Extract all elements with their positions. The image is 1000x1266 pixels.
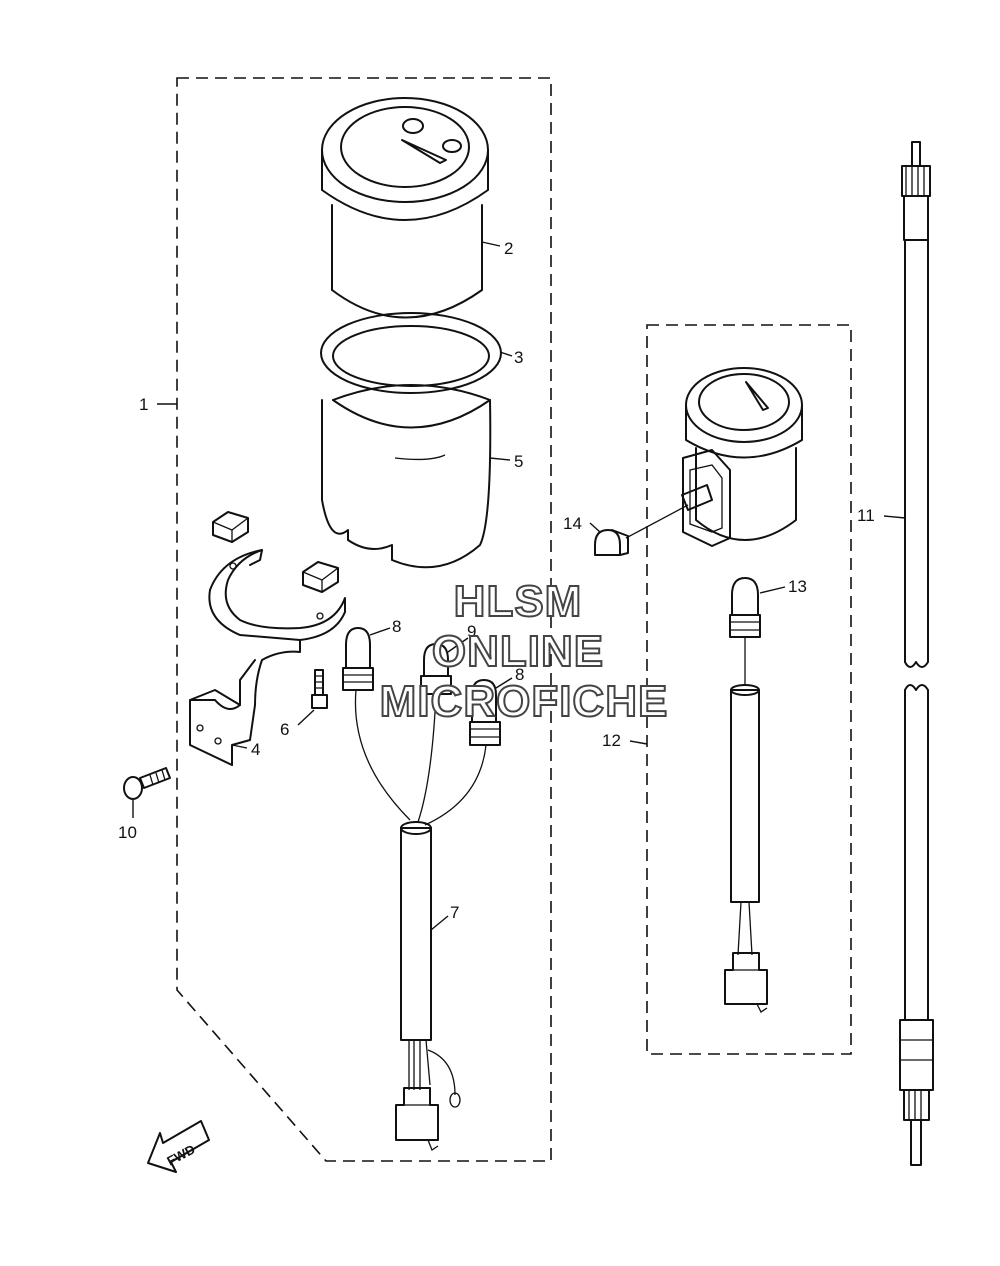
grommet-part-14 — [594, 504, 689, 556]
tachometer-assembly-part-12 — [681, 367, 803, 547]
bulb-part-13 — [729, 577, 761, 686]
meter-cable-part-11 — [899, 141, 934, 1166]
watermark-line-3: MICROFICHE — [380, 677, 669, 726]
leader-2 — [481, 241, 501, 247]
bulb-part-8-right — [469, 679, 501, 746]
leader-6 — [297, 709, 315, 726]
socket-cord-part-12 — [724, 684, 768, 1013]
callout-12: 12 — [602, 731, 621, 750]
callout-6: 6 — [280, 720, 289, 739]
callout-1: 1 — [139, 395, 148, 414]
fwd-label: FWD — [164, 1142, 197, 1169]
bracket-clip-upper — [212, 511, 249, 543]
assembly-1-boundary — [176, 77, 552, 1162]
callout-11: 11 — [857, 506, 875, 525]
watermark-line-2: ONLINE — [432, 627, 604, 676]
leader-3 — [499, 351, 513, 357]
leader-7 — [430, 915, 449, 931]
wire-harness-part-7 — [354, 689, 487, 1151]
forward-direction-arrow-icon: FWD — [147, 1120, 210, 1173]
meter-body-part-2 — [321, 97, 489, 319]
o-ring-part-3 — [320, 312, 502, 394]
leader-9 — [447, 637, 469, 653]
callout-10: 10 — [118, 823, 137, 842]
bolt-part-10 — [123, 767, 171, 800]
callout-2: 2 — [504, 239, 513, 258]
callout-4: 4 — [251, 740, 260, 759]
meter-cover-part-5 — [321, 384, 492, 569]
bulb-part-9 — [420, 643, 452, 695]
leader-12 — [629, 740, 648, 745]
leader-11 — [883, 515, 906, 519]
callout-9: 9 — [467, 622, 476, 641]
meter-bracket-part-4 — [189, 549, 346, 766]
leader-13 — [759, 586, 786, 594]
screw-part-6 — [311, 669, 328, 709]
leader-8b — [495, 677, 513, 689]
callout-5: 5 — [514, 452, 523, 471]
callout-7: 7 — [450, 903, 459, 922]
leader-8a — [369, 627, 391, 636]
assembly-12-boundary — [646, 324, 852, 1055]
leader-14 — [589, 522, 601, 533]
leader-5 — [489, 457, 511, 461]
watermark-line-1: HLSM — [454, 577, 583, 626]
bulb-part-8-left — [342, 627, 374, 691]
callout-14: 14 — [563, 514, 582, 533]
callout-3: 3 — [514, 348, 523, 367]
watermark: HLSM ONLINE MICROFICHE — [379, 576, 669, 727]
callout-8-right: 8 — [515, 665, 524, 684]
leader-4 — [231, 744, 248, 749]
callout-8-left: 8 — [392, 617, 401, 636]
bracket-clip-lower — [302, 561, 339, 593]
callout-13: 13 — [788, 577, 807, 596]
